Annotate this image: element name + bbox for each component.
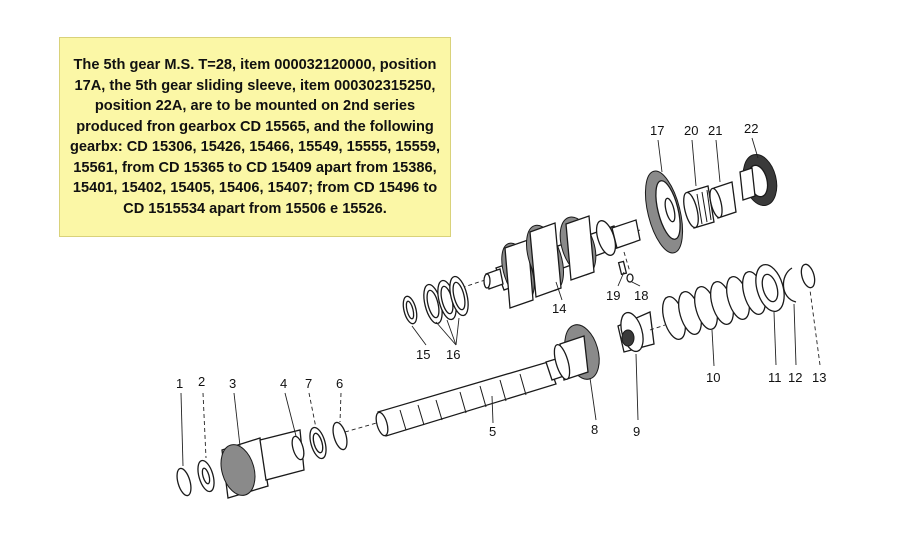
part-label-14: 14: [552, 301, 566, 316]
drive-gear: [220, 429, 305, 499]
part-label-1: 1: [176, 376, 183, 391]
sliding-sleeve: [739, 153, 778, 207]
upper-shims: [402, 275, 469, 325]
part-label-3: 3: [229, 376, 236, 391]
part-label-4: 4: [280, 376, 287, 391]
part-label-18: 18: [634, 288, 648, 303]
part-label-9: 9: [633, 424, 640, 439]
part-label-20: 20: [684, 123, 698, 138]
part-label-22: 22: [744, 121, 758, 136]
part-label-15: 15: [416, 347, 430, 362]
part-label-6: 6: [336, 376, 343, 391]
part-labels: 1 2 3 4 7 6 5 8 9 10 11 12 13 14 15 16 1…: [176, 121, 826, 439]
end-retainers: [755, 263, 816, 312]
part-label-5: 5: [489, 424, 496, 439]
part-label-2: 2: [198, 374, 205, 389]
bushing: [709, 181, 737, 219]
fifth-gear: [644, 170, 684, 254]
pinion-gear: [553, 324, 600, 381]
key-and-pin: [617, 251, 634, 283]
part-label-10: 10: [706, 370, 720, 385]
countershaft-gears: [501, 215, 617, 309]
part-label-16: 16: [446, 347, 460, 362]
service-note-box: The 5th gear M.S. T=28, item 00003212000…: [59, 37, 451, 237]
leader-lines: [180, 137, 821, 467]
part-label-21: 21: [708, 123, 722, 138]
part-label-19: 19: [606, 288, 620, 303]
belleville-spring-stack: [649, 266, 783, 340]
cone-washer: [617, 311, 655, 353]
main-shaft-group: [344, 355, 571, 437]
part-label-12: 12: [788, 370, 802, 385]
part-label-17: 17: [650, 123, 664, 138]
upper-countershaft-group: [454, 215, 641, 309]
part-label-13: 13: [812, 370, 826, 385]
service-note-text: The 5th gear M.S. T=28, item 00003212000…: [70, 57, 440, 217]
part-label-8: 8: [591, 422, 598, 437]
part-label-7: 7: [305, 376, 312, 391]
nut-and-washer: [176, 459, 215, 497]
needle-bearing: [683, 185, 715, 229]
lower-rings: [291, 421, 348, 461]
part-label-11: 11: [768, 370, 782, 385]
